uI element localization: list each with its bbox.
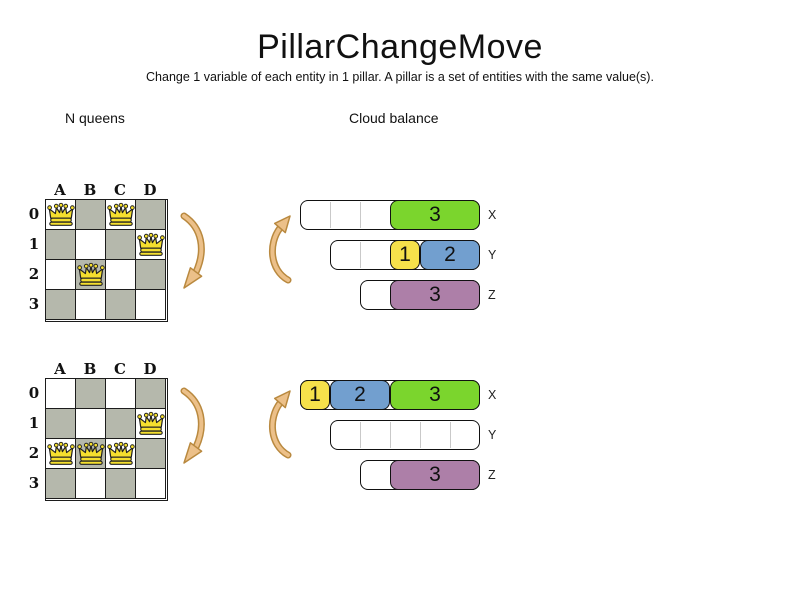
board-cell bbox=[106, 439, 136, 469]
column-label: D bbox=[143, 181, 157, 199]
section-label-nqueens: N queens bbox=[65, 110, 125, 126]
pillar-move-arrow-cloud-before bbox=[268, 215, 292, 284]
section-label-cloud-balance: Cloud balance bbox=[349, 110, 439, 126]
board-cell bbox=[76, 469, 106, 499]
board-cell bbox=[76, 260, 106, 290]
board-cell bbox=[106, 469, 136, 499]
board-cell bbox=[46, 290, 76, 320]
unit-separator bbox=[390, 422, 391, 448]
pillar-move-arrow-queens-after bbox=[180, 387, 205, 464]
board-cell bbox=[46, 379, 76, 409]
process-block: 1 bbox=[390, 240, 420, 270]
column-label: C bbox=[114, 181, 126, 199]
board-cell bbox=[46, 409, 76, 439]
unit-separator bbox=[420, 422, 421, 448]
queen bbox=[77, 262, 105, 287]
unit-separator bbox=[360, 422, 361, 448]
computer-label: Z bbox=[488, 288, 496, 302]
board-cell bbox=[136, 260, 166, 290]
board-cell bbox=[106, 409, 136, 439]
queen bbox=[47, 441, 75, 466]
unit-separator bbox=[360, 202, 361, 228]
board-cell bbox=[106, 260, 136, 290]
board-cell bbox=[46, 230, 76, 260]
queen bbox=[107, 202, 135, 227]
unit-separator bbox=[330, 202, 331, 228]
board-cell bbox=[136, 290, 166, 320]
computer-label: Z bbox=[488, 468, 496, 482]
board-cell bbox=[106, 379, 136, 409]
board-cell bbox=[106, 290, 136, 320]
row-label: 3 bbox=[28, 474, 40, 492]
board-cell bbox=[76, 409, 106, 439]
unit-separator bbox=[450, 422, 451, 448]
board-cell bbox=[76, 200, 106, 230]
queen bbox=[107, 441, 135, 466]
process-block: 1 bbox=[300, 380, 330, 410]
board-cell bbox=[136, 230, 166, 260]
board-cell bbox=[76, 290, 106, 320]
column-label: B bbox=[83, 360, 97, 378]
board-cell bbox=[46, 200, 76, 230]
process-block: 2 bbox=[330, 380, 390, 410]
column-label: A bbox=[54, 181, 66, 199]
unit-separator bbox=[360, 242, 361, 268]
process-block: 3 bbox=[390, 280, 480, 310]
computer-label: X bbox=[488, 208, 497, 222]
board-cell bbox=[106, 230, 136, 260]
computer-bar-y bbox=[330, 420, 480, 450]
queen-icon bbox=[77, 262, 105, 286]
process-block: 3 bbox=[390, 460, 480, 490]
row-label: 1 bbox=[28, 235, 40, 253]
pillar-move-arrow-queens-before bbox=[180, 212, 205, 289]
computer-label: Y bbox=[488, 248, 497, 262]
row-label: 1 bbox=[28, 414, 40, 432]
queen-icon bbox=[137, 232, 165, 256]
queen-icon bbox=[107, 202, 135, 226]
board-cell bbox=[46, 439, 76, 469]
page-title: PillarChangeMove bbox=[257, 28, 543, 66]
queen-icon bbox=[137, 411, 165, 435]
queen bbox=[47, 202, 75, 227]
process-block: 3 bbox=[390, 380, 480, 410]
row-label: 0 bbox=[28, 205, 40, 223]
row-label: 2 bbox=[28, 444, 40, 462]
board-cell bbox=[46, 469, 76, 499]
board-cell bbox=[136, 439, 166, 469]
queen-icon bbox=[47, 202, 75, 226]
process-block: 2 bbox=[420, 240, 480, 270]
board-cell bbox=[76, 439, 106, 469]
board-cell bbox=[76, 379, 106, 409]
column-label: C bbox=[114, 360, 126, 378]
board-cell bbox=[136, 200, 166, 230]
process-block: 3 bbox=[390, 200, 480, 230]
pillar-move-arrow-cloud-after bbox=[268, 390, 292, 459]
board-cell bbox=[46, 260, 76, 290]
board-cell bbox=[136, 409, 166, 439]
computer-label: X bbox=[488, 388, 497, 402]
board-grid bbox=[45, 378, 168, 501]
queen bbox=[137, 232, 165, 257]
queen-icon bbox=[47, 441, 75, 465]
row-label: 2 bbox=[28, 265, 40, 283]
row-label: 0 bbox=[28, 384, 40, 402]
column-label: D bbox=[143, 360, 157, 378]
computer-label: Y bbox=[488, 428, 497, 442]
queen bbox=[77, 441, 105, 466]
board-grid bbox=[45, 199, 168, 322]
column-label: B bbox=[83, 181, 97, 199]
row-label: 3 bbox=[28, 295, 40, 313]
page-subtitle: Change 1 variable of each entity in 1 pi… bbox=[146, 70, 654, 84]
queen-icon bbox=[77, 441, 105, 465]
board-cell bbox=[136, 469, 166, 499]
board-cell bbox=[106, 200, 136, 230]
board-cell bbox=[136, 379, 166, 409]
queen bbox=[137, 411, 165, 436]
board-cell bbox=[76, 230, 106, 260]
queen-icon bbox=[107, 441, 135, 465]
column-label: A bbox=[54, 360, 66, 378]
